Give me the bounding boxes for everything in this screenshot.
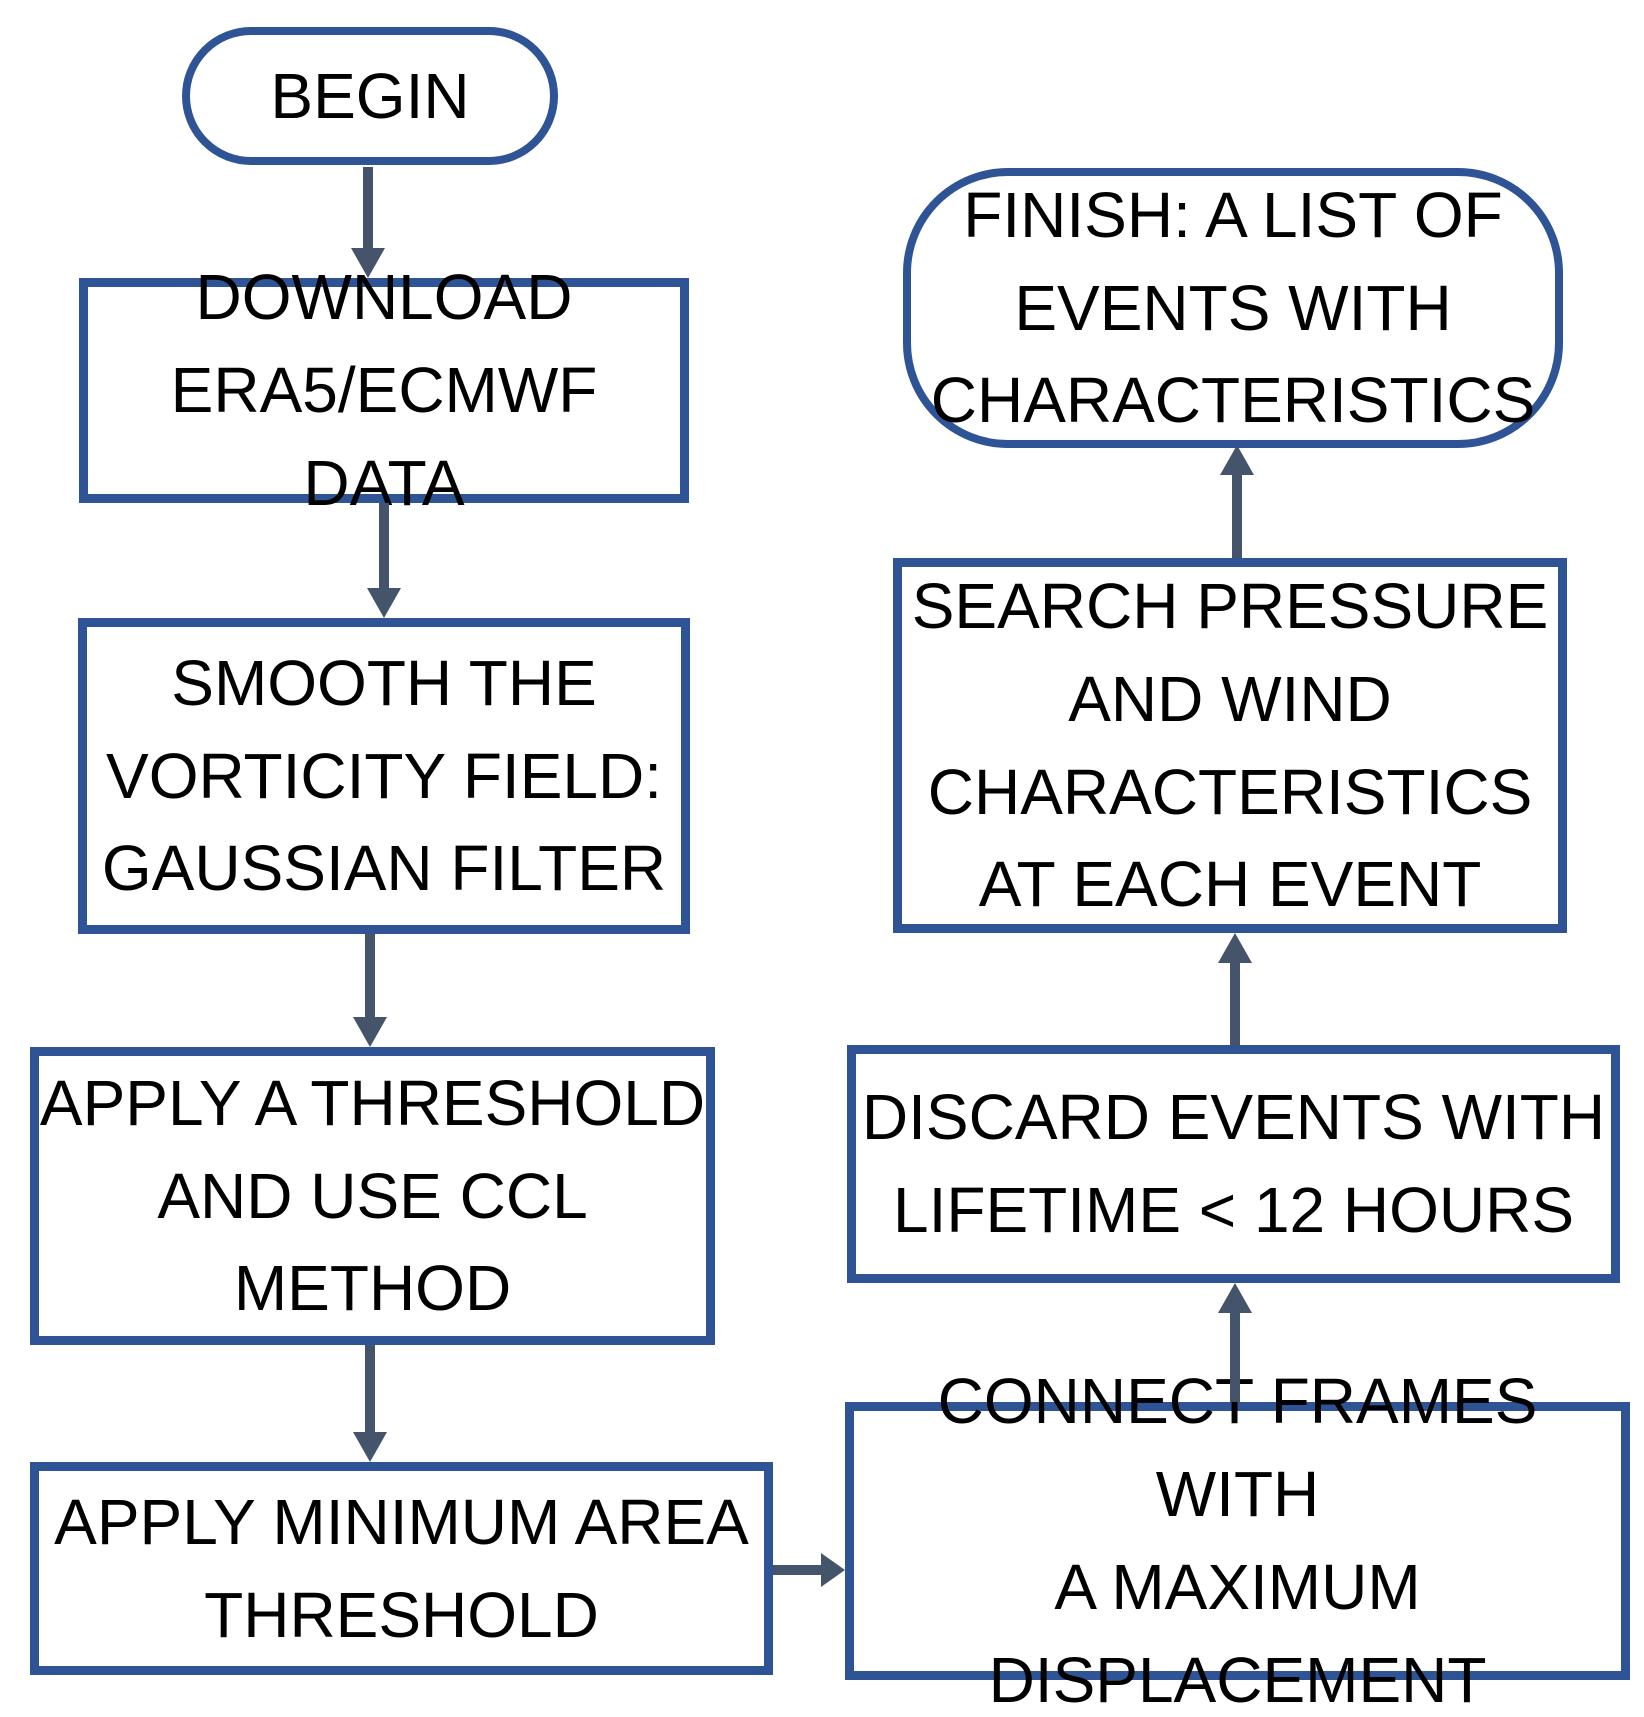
arrow-stem <box>1230 959 1240 1045</box>
node-threshold-label: APPLY A THRESHOLD AND USE CCL METHOD <box>39 1066 706 1325</box>
arrow-discard-to-search <box>1218 933 1252 1045</box>
arrow-begin-to-download <box>351 167 385 278</box>
arrow-stem <box>1230 1309 1240 1402</box>
arrow-stem <box>365 1345 375 1436</box>
node-smooth: SMOOTH THE VORTICITY FIELD: GAUSSIAN FIL… <box>78 618 690 934</box>
arrow-smooth-to-threshold <box>353 934 387 1047</box>
node-download: DOWNLOAD ERA5/ECMWF DATA <box>79 261 689 519</box>
node-smooth-label: SMOOTH THE VORTICITY FIELD: GAUSSIAN FIL… <box>101 646 667 905</box>
node-min-area-label: APPLY MINIMUM AREA THRESHOLD <box>54 1485 749 1651</box>
arrowhead-down-icon <box>351 248 385 278</box>
arrow-stem <box>379 503 389 592</box>
node-connect: CONNECT FRAMES WITH A MAXIMUM DISPLACEME… <box>845 1365 1630 1716</box>
node-finish-label: FINISH: A LIST OF EVENTS WITH CHARACTERI… <box>930 178 1536 437</box>
node-min-area: APPLY MINIMUM AREA THRESHOLD <box>30 1462 773 1675</box>
arrowhead-down-icon <box>353 1432 387 1462</box>
node-search-label: SEARCH PRESSURE AND WIND CHARACTERISTICS… <box>911 569 1549 921</box>
node-threshold: APPLY A THRESHOLD AND USE CCL METHOD <box>30 1047 715 1345</box>
arrow-stem <box>773 1565 821 1575</box>
arrow-stem <box>1232 471 1242 558</box>
arrow-min-area-to-connect <box>773 1553 845 1587</box>
arrow-threshold-to-min-area <box>353 1345 387 1462</box>
arrowhead-down-icon <box>367 588 401 618</box>
arrow-connect-to-discard <box>1218 1283 1252 1402</box>
node-download-label: DOWNLOAD ERA5/ECMWF DATA <box>170 261 598 519</box>
arrow-stem <box>363 167 373 252</box>
arrowhead-down-icon <box>353 1017 387 1047</box>
arrowhead-right-icon <box>821 1553 845 1587</box>
node-finish: FINISH: A LIST OF EVENTS WITH CHARACTERI… <box>903 168 1563 448</box>
arrow-search-to-finish <box>1220 445 1254 558</box>
arrowhead-up-icon <box>1218 933 1252 963</box>
node-discard: DISCARD EVENTS WITH LIFETIME < 12 HOURS <box>847 1045 1620 1283</box>
node-discard-label: DISCARD EVENTS WITH LIFETIME < 12 HOURS <box>861 1081 1606 1246</box>
arrow-stem <box>365 934 375 1021</box>
node-connect-label: CONNECT FRAMES WITH A MAXIMUM DISPLACEME… <box>937 1365 1538 1716</box>
arrowhead-up-icon <box>1220 445 1254 475</box>
node-begin: BEGIN <box>182 27 558 165</box>
node-search: SEARCH PRESSURE AND WIND CHARACTERISTICS… <box>893 558 1567 933</box>
arrow-download-to-smooth <box>367 503 401 618</box>
node-begin-label: BEGIN <box>270 59 470 132</box>
arrowhead-up-icon <box>1218 1283 1252 1313</box>
